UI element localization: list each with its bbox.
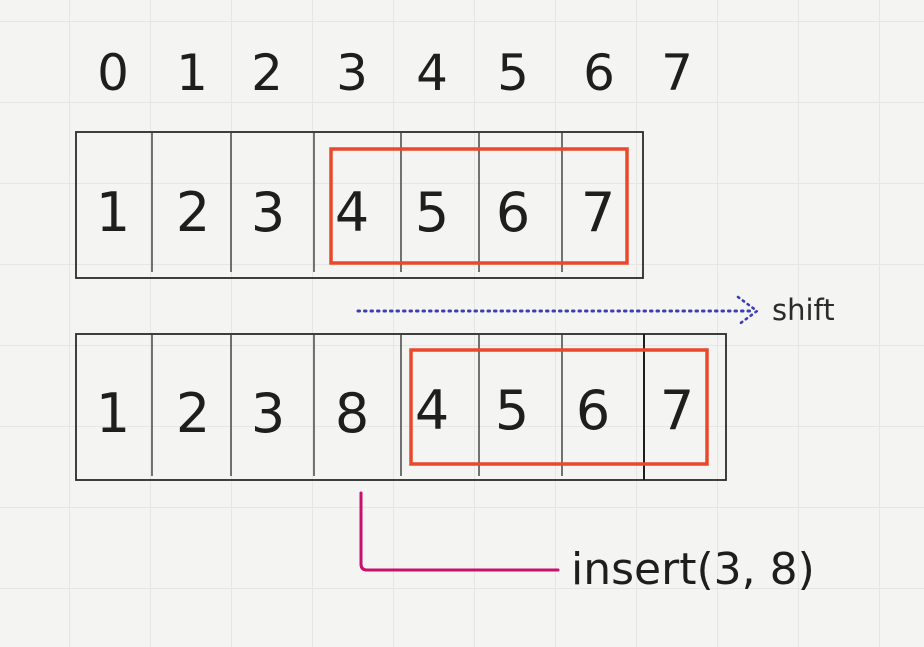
array-cell-value: 2 [176,382,210,445]
array-cell-value: 1 [96,382,130,445]
inserted-cell-value: 8 [335,382,369,445]
highlight-box-before [329,147,629,265]
array-after: 1 2 3 8 4 5 6 7 [75,333,727,481]
array-cell-value: 4 [415,379,449,442]
index-label: 3 [336,44,368,102]
index-label: 1 [176,44,208,102]
array-cell-value: 2 [176,181,210,244]
array-cell-value: 5 [495,379,529,442]
shift-arrowhead [736,295,760,327]
index-label: 7 [661,44,693,102]
array-before: 1 2 3 4 5 6 7 [75,131,644,279]
array-before-outline [75,131,644,279]
insert-pointer: insert(3, 8) [359,491,815,595]
array-cell-value: 3 [251,382,285,445]
insert-pointer-line [359,491,560,572]
array-cell-value: 5 [415,181,449,244]
index-row: 0 1 2 3 4 5 6 7 [97,44,693,102]
index-label: 4 [416,44,448,102]
array-cell-value: 6 [576,379,610,442]
highlight-box-after [409,348,709,466]
shift-arrow: shift [356,293,835,327]
array-cell-value: 4 [335,181,369,244]
array-cell-value: 7 [660,379,694,442]
index-label: 6 [583,44,615,102]
insert-label: insert(3, 8) [571,544,815,595]
array-cell-value: 7 [581,181,615,244]
index-label: 0 [97,44,129,102]
shift-label: shift [772,293,835,327]
array-after-outline [75,333,727,481]
array-cell-value: 1 [96,181,130,244]
array-cell-value: 3 [251,181,285,244]
array-cell-value: 6 [496,181,530,244]
index-label: 5 [497,44,529,102]
index-label: 2 [251,44,283,102]
